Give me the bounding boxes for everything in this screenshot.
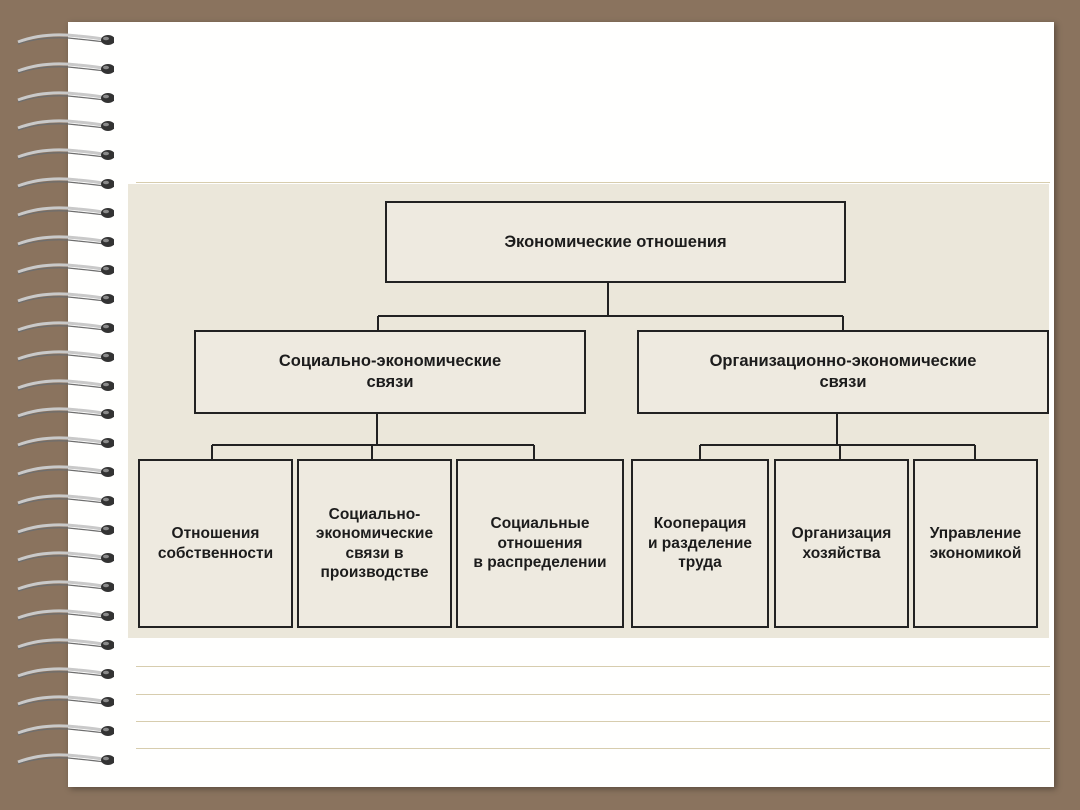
spiral-ring-icon [17,407,114,420]
spiral-ring-icon [17,350,114,362]
spiral-ring-icon [17,666,114,679]
ruled-line [136,748,1050,749]
spiral-ring-icon [17,321,114,333]
spiral-ring-icon [17,292,114,305]
spiral-ring-icon [17,119,114,132]
ruled-line [136,721,1050,722]
spiral-ring-icon [17,90,114,103]
right-branch-node: Организационно-экономические связи [637,330,1049,414]
spiral-ring-icon [17,551,114,564]
root-node: Экономические отношения [385,201,846,283]
spiral-ring-icon [17,695,114,708]
spiral-ring-icon [17,609,114,621]
right-child-node-organization: Организация хозяйства [774,459,909,628]
left-child-node-production: Социально- экономические связи в произво… [297,459,452,628]
spiral-ring-icon [17,494,114,506]
spiral-ring-icon [17,263,114,276]
spiral-ring-icon [17,177,114,189]
spiral-ring-icon [17,33,114,45]
spiral-ring-icon [17,436,114,449]
left-child-node-ownership: Отношения собственности [138,459,293,628]
right-child-node-cooperation: Кооперация и разделение труда [631,459,769,628]
ruled-line [136,694,1050,695]
spiral-ring-icon [17,580,114,593]
spiral-ring-icon [17,62,114,74]
left-child-node-distribution: Социальные отношения в распределении [456,459,624,628]
spiral-ring-icon [17,206,114,218]
spiral-ring-icon [17,753,114,765]
spiral-ring-icon [17,234,114,247]
spiral-ring-icon [17,148,114,161]
left-branch-node: Социально-экономические связи [194,330,586,414]
right-child-node-management: Управление экономикой [913,459,1038,628]
spiral-ring-icon [17,638,114,650]
spiral-ring-icon [17,522,114,535]
spiral-ring-icon [17,465,114,477]
ruled-line [136,182,1050,183]
ruled-line [136,666,1050,667]
spiral-ring-icon [17,378,114,391]
spiral-ring-icon [17,724,114,737]
